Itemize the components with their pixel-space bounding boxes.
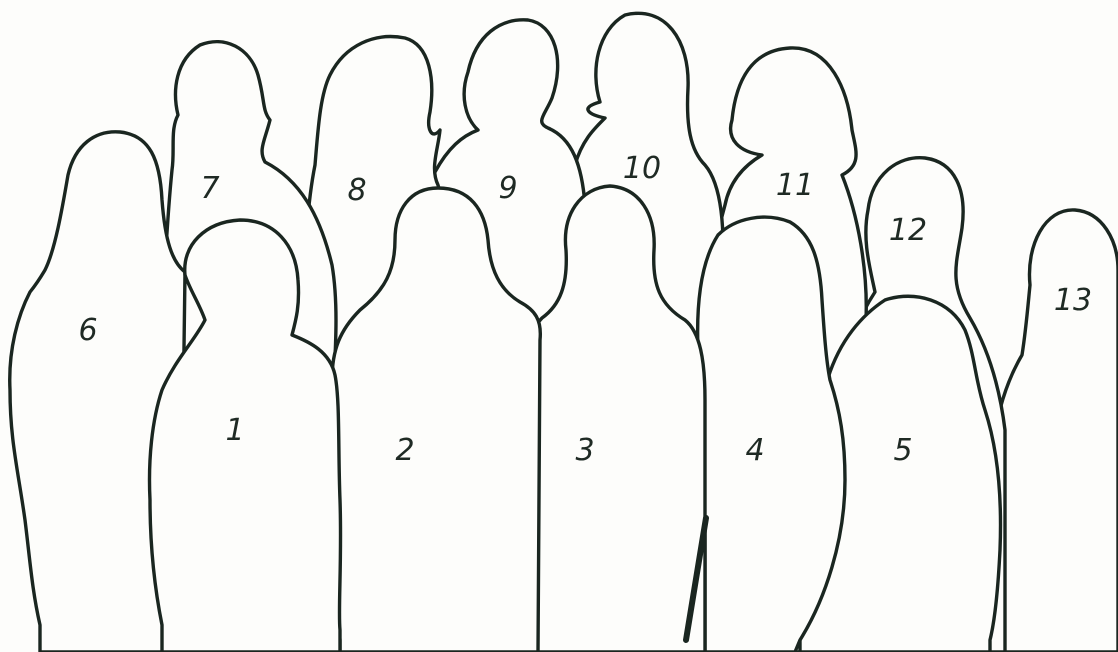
figure-10-label: 10 bbox=[623, 151, 661, 186]
figure-9-label: 9 bbox=[498, 171, 517, 206]
figure-8-label: 8 bbox=[347, 173, 366, 208]
figure-5-label: 5 bbox=[893, 433, 912, 468]
figure-3-label: 3 bbox=[575, 433, 594, 468]
figure-4-label: 4 bbox=[745, 433, 764, 468]
figure-7-label: 7 bbox=[200, 171, 219, 206]
figure-11-label: 11 bbox=[776, 168, 814, 203]
figure-6-label: 6 bbox=[78, 313, 97, 348]
figure-13-label: 13 bbox=[1054, 283, 1092, 318]
figure-1-label: 1 bbox=[225, 413, 244, 448]
figure-12-label: 12 bbox=[889, 213, 927, 248]
figure-2-label: 2 bbox=[395, 433, 414, 468]
